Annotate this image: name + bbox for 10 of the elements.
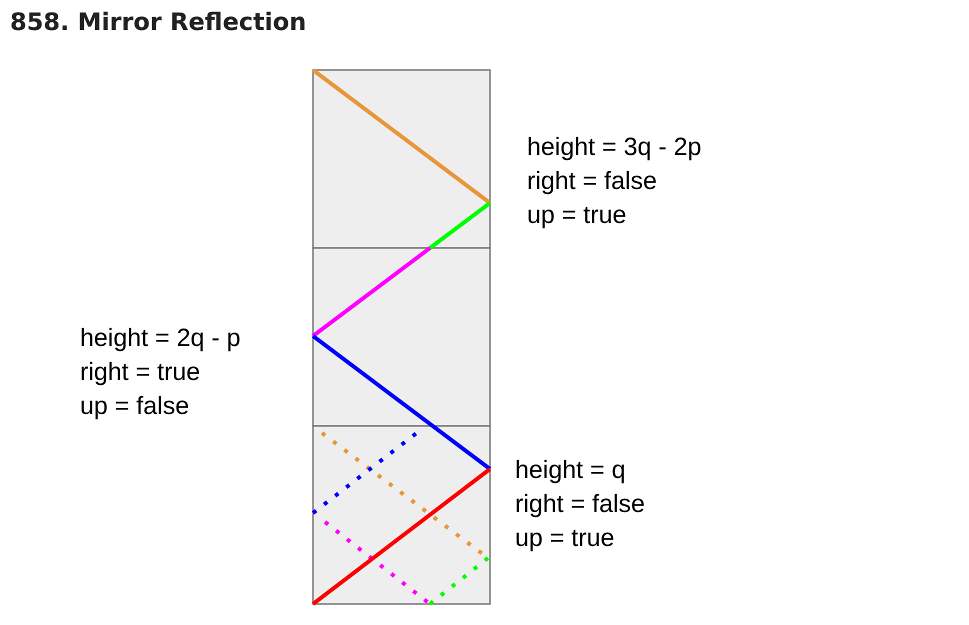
title: 858. Mirror Reflection: [10, 8, 306, 36]
state-label: height = 2q - p: [80, 323, 241, 353]
state-label: up = true: [515, 523, 614, 553]
state-label: up = false: [80, 391, 190, 421]
state-label: height = q: [515, 455, 626, 485]
state-label: height = 3q - 2p: [527, 132, 702, 162]
state-label: right = false: [527, 166, 657, 196]
state-label: up = true: [527, 200, 626, 230]
state-label: right = true: [80, 357, 200, 387]
state-label: right = false: [515, 489, 645, 519]
